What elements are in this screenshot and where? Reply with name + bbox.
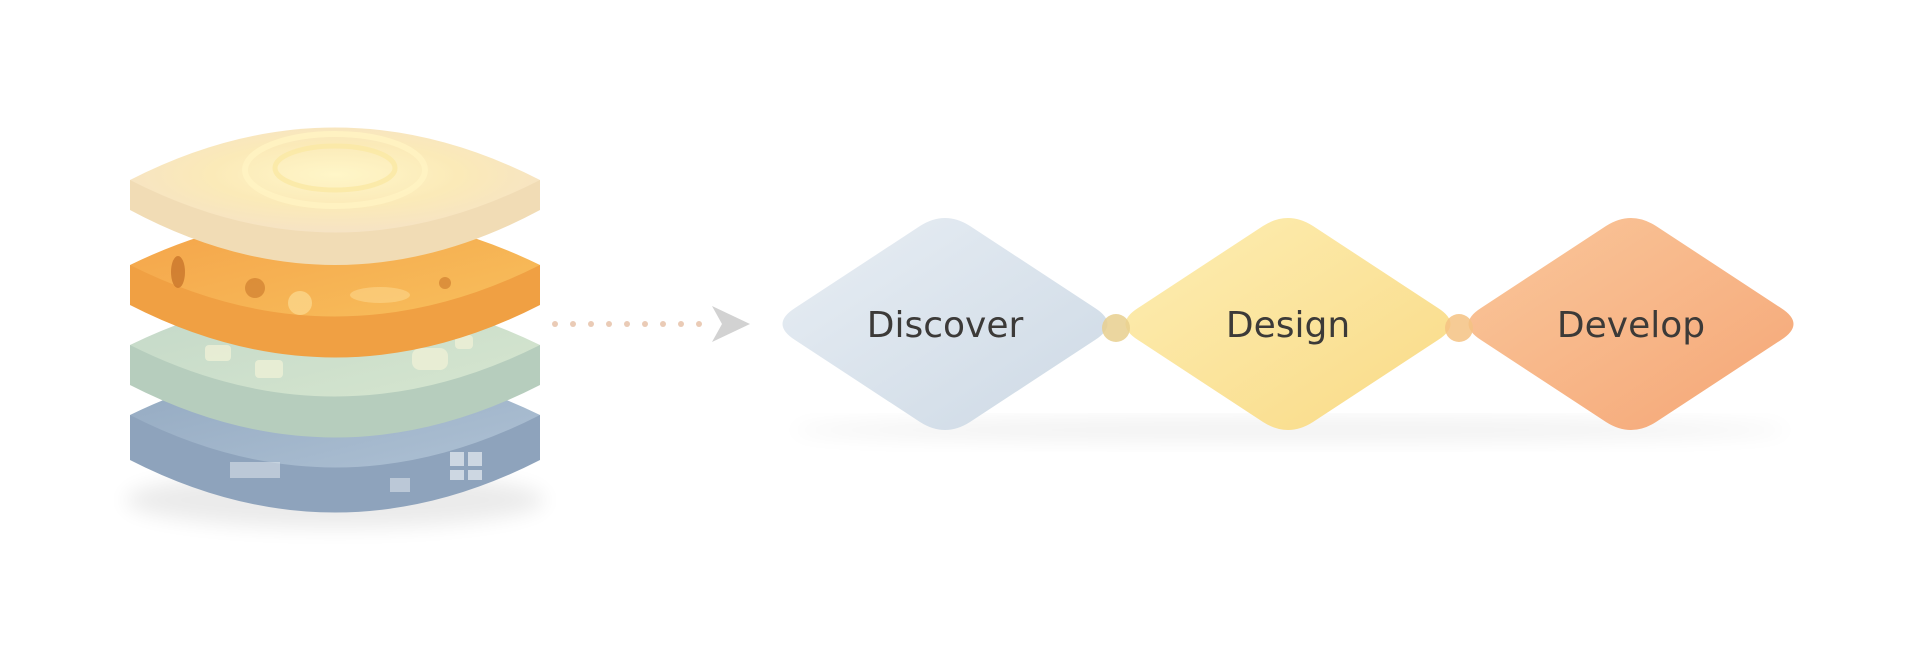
flow-shadow — [790, 418, 1790, 442]
stage-design: Design — [1125, 218, 1451, 430]
arrow-dot — [696, 321, 702, 327]
stage-label-discover: Discover — [867, 305, 1024, 346]
stage-joint — [1445, 314, 1473, 342]
stage-label-design: Design — [1226, 305, 1350, 346]
stage-develop: Develop — [1468, 218, 1794, 430]
stage-diamond — [1468, 218, 1794, 430]
stack-layer-top — [130, 127, 540, 265]
arrow-dot — [660, 321, 666, 327]
arrow-dot — [678, 321, 684, 327]
arrow-dot — [570, 321, 576, 327]
process-flow: Discover Design Develop — [782, 218, 1794, 442]
stage-joint — [1102, 314, 1130, 342]
layer-stack-illustration — [125, 127, 545, 528]
arrow-dot — [588, 321, 594, 327]
arrow-dot — [642, 321, 648, 327]
stage-label-develop: Develop — [1557, 305, 1705, 346]
arrow-head — [712, 306, 750, 342]
arrow-dot — [552, 321, 558, 327]
arrow-dot — [606, 321, 612, 327]
dotted-arrow — [552, 306, 750, 342]
arrow-dot — [624, 321, 630, 327]
stage-discover: Discover — [782, 218, 1108, 430]
stage-diamond — [782, 218, 1108, 430]
stage-diamond — [1125, 218, 1451, 430]
